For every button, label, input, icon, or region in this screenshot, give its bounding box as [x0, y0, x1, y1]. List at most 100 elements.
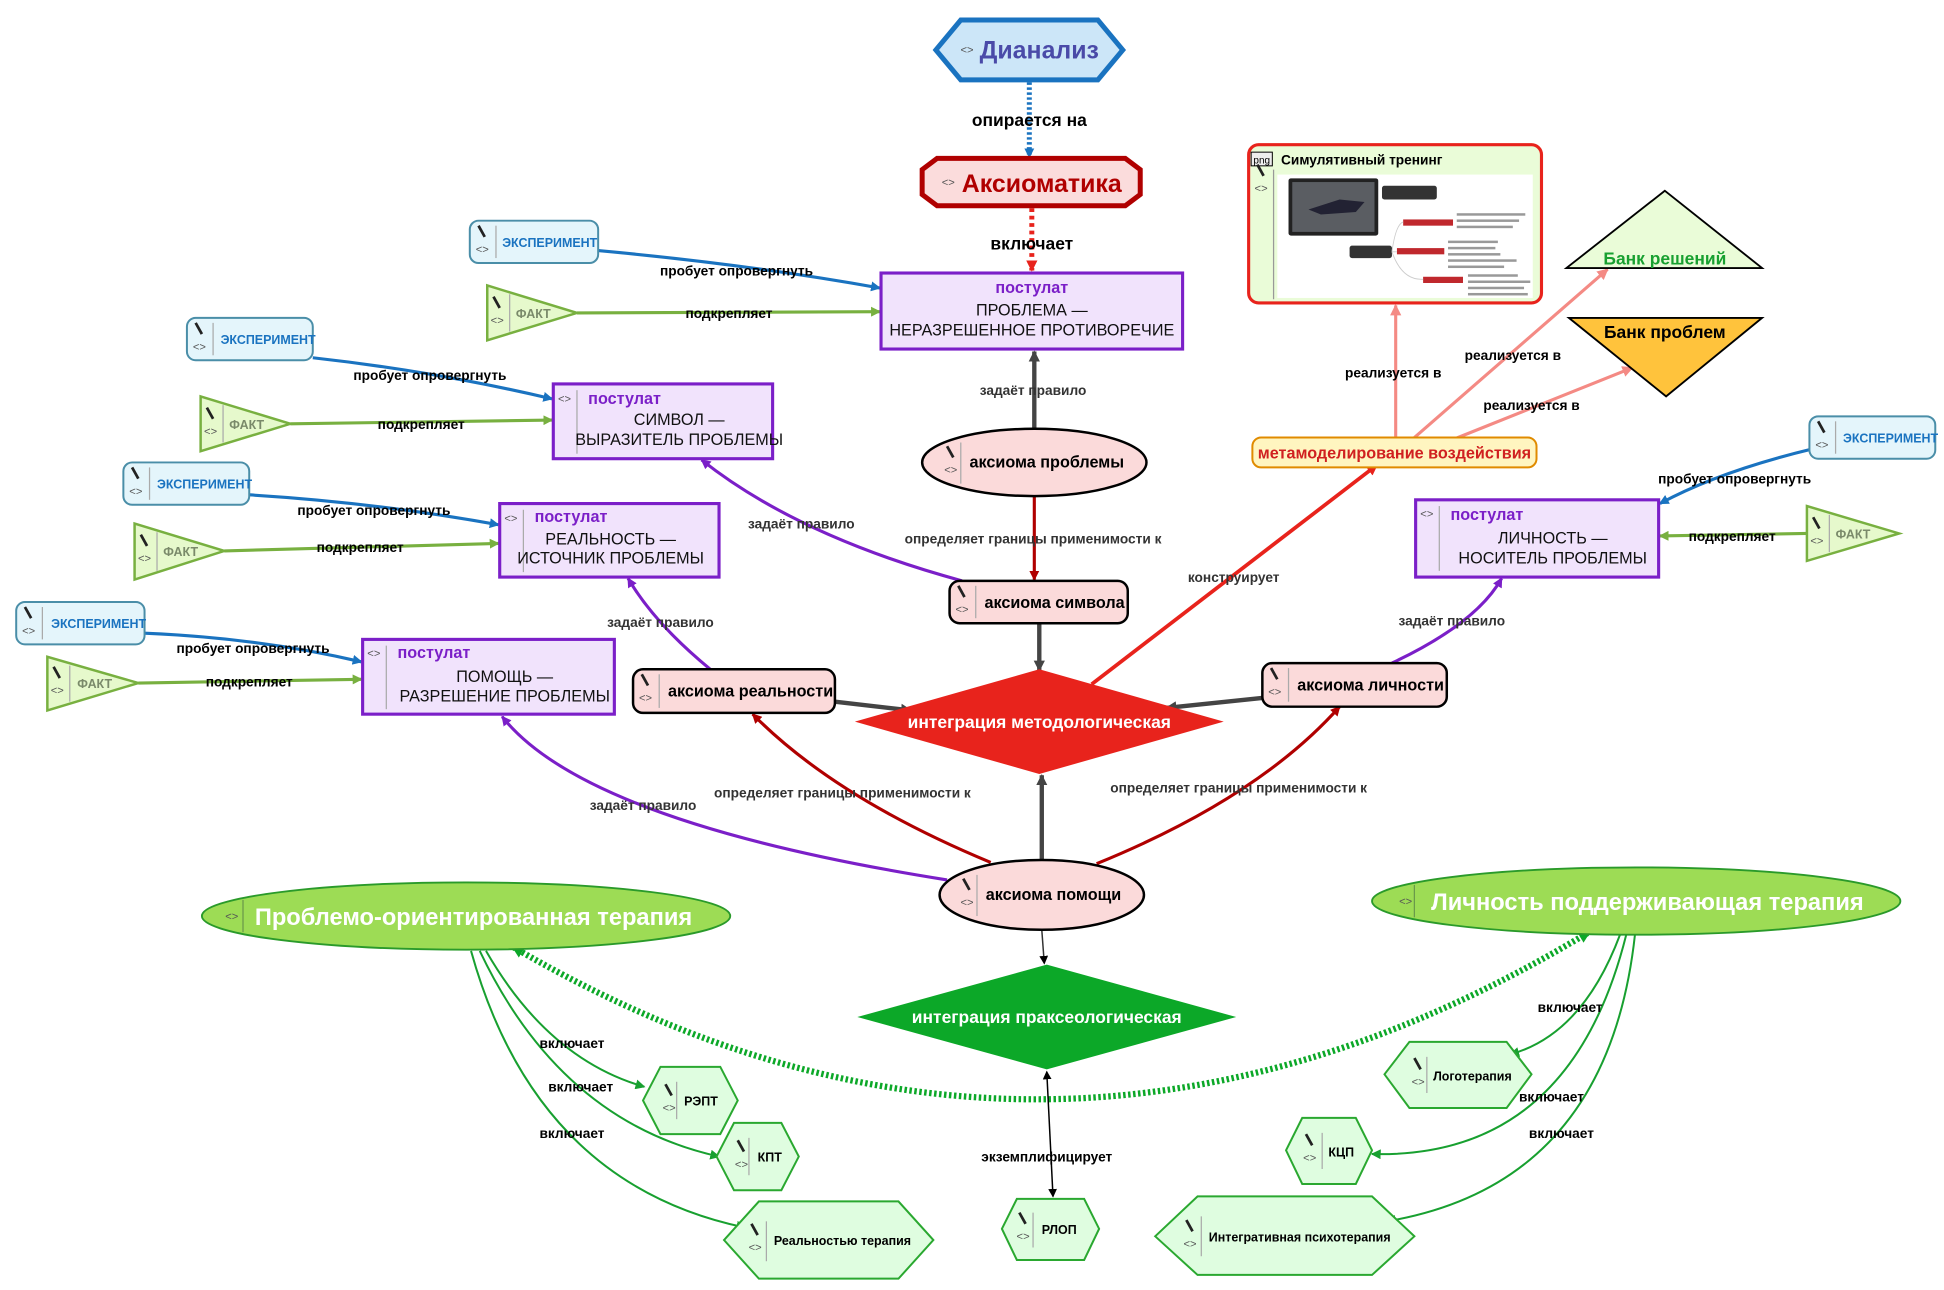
- pencil-icon[interactable]: [130, 466, 140, 480]
- edge-axiom-help-postulate[interactable]: [500, 715, 948, 882]
- pencil-icon[interactable]: [957, 585, 966, 598]
- pencil-icon[interactable]: [962, 877, 971, 891]
- pencil-icon[interactable]: [1185, 1219, 1194, 1232]
- postulate-help[interactable]: постулат ПОМОЩЬ — РАЗРЕШЕНИЕ ПРОБЛЕМЫ: [361, 637, 616, 716]
- axiom-personality[interactable]: аксиома личности: [1261, 661, 1449, 708]
- pencil-icon[interactable]: [477, 225, 486, 238]
- simulation-node[interactable]: png Симулятивный тренинг: [1247, 143, 1544, 305]
- code-brackets-icon[interactable]: <>: [1303, 1153, 1316, 1165]
- pencil-icon[interactable]: [1018, 1211, 1027, 1225]
- edge-meta-bank-solutions[interactable]: [1413, 268, 1609, 439]
- experiment-node[interactable]: ЭКСПЕРИМЕНТ: [185, 316, 316, 362]
- code-brackets-icon[interactable]: <>: [1399, 896, 1412, 908]
- edge-fact-5[interactable]: [1658, 530, 1807, 541]
- code-brackets-icon[interactable]: <>: [1184, 1239, 1197, 1251]
- edge-experiment-3[interactable]: [249, 493, 500, 529]
- method-kcp[interactable]: КЦП: [1284, 1116, 1374, 1185]
- edge-fact-1[interactable]: [576, 306, 882, 317]
- code-brackets-icon[interactable]: <>: [225, 911, 238, 923]
- edge-experiment-4[interactable]: [144, 631, 363, 665]
- code-brackets-icon[interactable]: <>: [944, 465, 957, 477]
- pencil-icon[interactable]: [23, 606, 33, 619]
- edge-meta-bank-problems[interactable]: [1444, 366, 1634, 444]
- edge-right-integrative[interactable]: [1385, 934, 1636, 1225]
- bank-problems[interactable]: Банк проблем: [1566, 316, 1765, 398]
- code-brackets-icon[interactable]: <>: [1420, 508, 1433, 520]
- code-brackets-icon[interactable]: <>: [663, 1103, 676, 1115]
- experiment-node[interactable]: ЭКСПЕРИМЕНТ: [15, 601, 147, 646]
- edge-axiom-help-reality[interactable]: [751, 713, 992, 864]
- postulate-personality[interactable]: постулат ЛИЧНОСТЬ — НОСИТЕЛЬ ПРОБЛЕМЫ: [1414, 498, 1661, 579]
- code-brackets-icon[interactable]: <>: [476, 244, 489, 256]
- fact-node[interactable]: ФАКТ: [46, 655, 143, 713]
- code-brackets-icon[interactable]: <>: [51, 685, 64, 697]
- code-brackets-icon[interactable]: <>: [491, 315, 504, 327]
- edge-right-kcp[interactable]: [1370, 934, 1628, 1160]
- axiom-reality[interactable]: аксиома реальности: [631, 668, 837, 715]
- code-brackets-icon[interactable]: <>: [367, 648, 380, 660]
- fact-node[interactable]: ФАКТ: [486, 283, 582, 342]
- code-brackets-icon[interactable]: <>: [735, 1159, 748, 1171]
- integration-methodological[interactable]: интеграция методологическая: [854, 669, 1224, 774]
- code-brackets-icon[interactable]: <>: [1268, 686, 1281, 698]
- pencil-icon[interactable]: [1269, 667, 1279, 680]
- code-brackets-icon[interactable]: <>: [639, 693, 652, 705]
- edge-fact-2[interactable]: [290, 415, 554, 426]
- experiment-node[interactable]: ЭКСПЕРИМЕНТ: [468, 219, 600, 265]
- pencil-icon[interactable]: [664, 1083, 673, 1097]
- postulate-problem[interactable]: постулат ПРОБЛЕМА — НЕРАЗРЕШЕННОЕ ПРОТИВ…: [879, 271, 1185, 351]
- edge-fact-3[interactable]: [224, 538, 500, 553]
- fact-node[interactable]: ФАКТ: [199, 394, 295, 453]
- edge-axiom-reality-postulate[interactable]: [626, 577, 712, 671]
- edge-praxis-rlop[interactable]: [1042, 1070, 1057, 1198]
- pencil-icon[interactable]: [736, 1139, 746, 1153]
- pencil-icon[interactable]: [1256, 163, 1265, 177]
- code-brackets-icon[interactable]: <>: [1815, 440, 1828, 452]
- edge-axiom-symbol-postulate[interactable]: [700, 458, 963, 583]
- code-brackets-icon[interactable]: <>: [22, 625, 35, 637]
- edge-left-rept[interactable]: [485, 950, 646, 1090]
- axiom-symbol[interactable]: аксиома символа: [948, 579, 1130, 625]
- edge-axiom-help-personality[interactable]: [1096, 705, 1341, 866]
- therapy-problem-oriented[interactable]: Проблемо-ориентированная терапия: [200, 881, 732, 951]
- pencil-icon[interactable]: [194, 322, 204, 335]
- edge-axiom-reality-integration[interactable]: [834, 699, 913, 715]
- code-brackets-icon[interactable]: <>: [749, 1242, 762, 1254]
- method-rept[interactable]: РЭПТ: [641, 1065, 739, 1136]
- edge-experiment-1[interactable]: [598, 249, 882, 292]
- metamodeling-node[interactable]: метамоделирование воздействия: [1251, 436, 1538, 469]
- postulate-symbol[interactable]: постулат СИМВОЛ — ВЫРАЗИТЕЛЬ ПРОБЛЕМЫ: [551, 382, 783, 461]
- edge-experiment-2[interactable]: [312, 356, 554, 402]
- axiom-help[interactable]: аксиома помощи: [938, 858, 1146, 931]
- therapy-personality-supporting[interactable]: Личность поддерживающая терапия: [1371, 866, 1902, 936]
- code-brackets-icon[interactable]: <>: [960, 897, 973, 909]
- pencil-icon[interactable]: [52, 666, 62, 679]
- edge-left-kpt[interactable]: [478, 950, 721, 1160]
- method-integrative[interactable]: Интегративная психотерапия: [1153, 1195, 1416, 1276]
- edge-integration-metamodeling[interactable]: [1090, 463, 1379, 686]
- code-brackets-icon[interactable]: <>: [504, 513, 517, 525]
- edge-axiom-help-praxis[interactable]: [1039, 929, 1049, 965]
- node-dianalysis[interactable]: Дианализ: [932, 17, 1127, 83]
- edge-experiment-5[interactable]: [1658, 447, 1814, 505]
- pencil-icon[interactable]: [945, 445, 955, 459]
- code-brackets-icon[interactable]: <>: [193, 341, 206, 353]
- code-brackets-icon[interactable]: <>: [942, 177, 955, 189]
- code-brackets-icon[interactable]: <>: [129, 486, 142, 498]
- pencil-icon[interactable]: [139, 534, 149, 547]
- bank-solutions[interactable]: Банк решений: [1563, 189, 1765, 269]
- edge-fact-4[interactable]: [138, 674, 363, 685]
- pencil-icon[interactable]: [640, 673, 650, 687]
- code-brackets-icon[interactable]: <>: [1810, 536, 1823, 548]
- pencil-icon[interactable]: [750, 1223, 759, 1236]
- code-brackets-icon[interactable]: <>: [960, 45, 973, 57]
- pencil-icon[interactable]: [1304, 1133, 1314, 1146]
- fact-node[interactable]: ФАКТ: [133, 521, 229, 582]
- axiom-problem[interactable]: аксиома проблемы: [920, 427, 1148, 498]
- node-axiomatics[interactable]: Аксиоматика: [919, 155, 1143, 209]
- method-reality-therapy[interactable]: Реальностью терапия: [722, 1200, 935, 1280]
- pencil-icon[interactable]: [1811, 516, 1821, 530]
- code-brackets-icon[interactable]: <>: [955, 604, 968, 616]
- pencil-icon[interactable]: [1816, 420, 1826, 434]
- code-brackets-icon[interactable]: <>: [138, 553, 151, 565]
